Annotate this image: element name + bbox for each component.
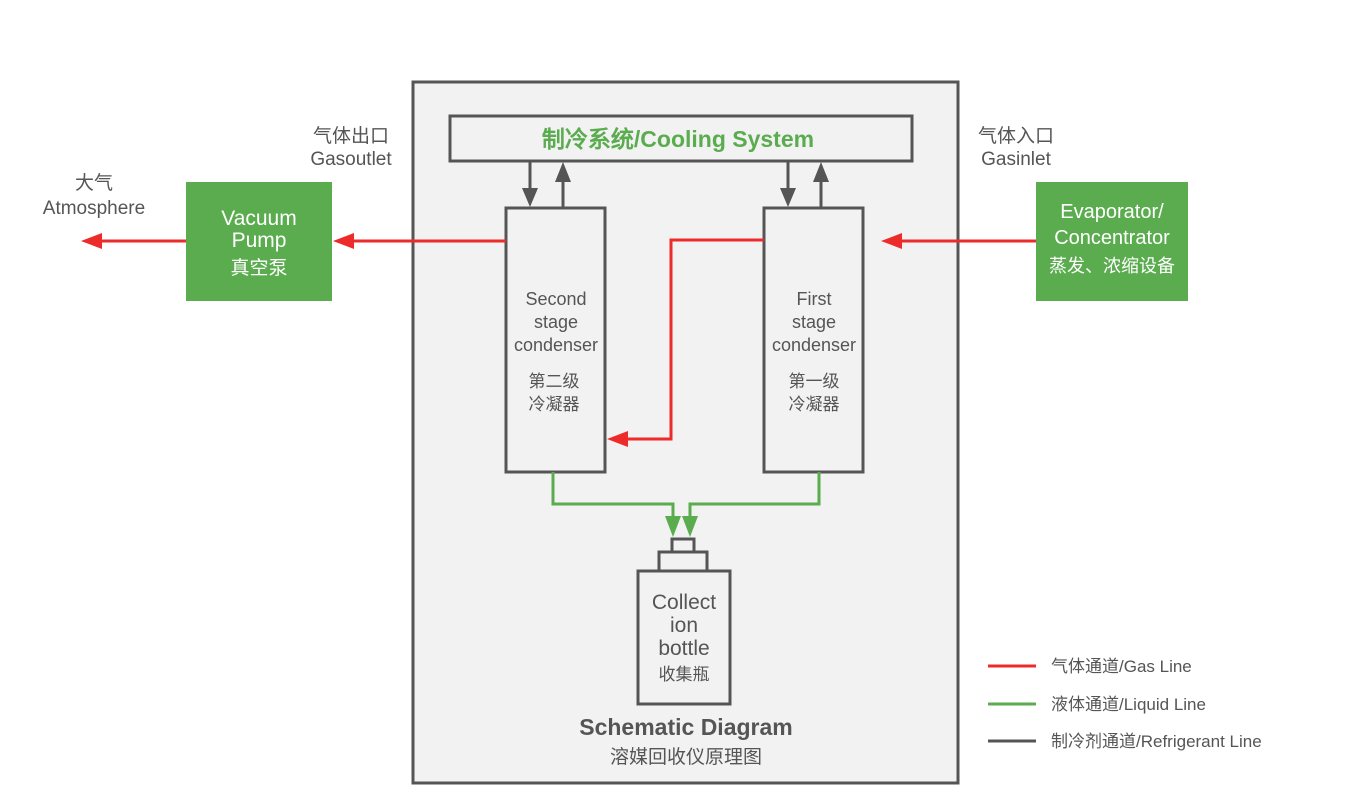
evaporator-line1: Evaporator/ <box>1060 201 1164 223</box>
first-condenser-line2: stage <box>792 312 836 332</box>
gas-inlet-en: Gasinlet <box>981 149 1051 170</box>
atmosphere-zh: 大气 <box>75 172 113 194</box>
legend-gas-label: 气体通道/Gas Line <box>1051 657 1192 676</box>
second-stage-condenser <box>504 206 607 474</box>
caption-title: Schematic Diagram <box>579 714 792 740</box>
legend-liquid-label: 液体通道/Liquid Line <box>1051 695 1206 714</box>
legend-refrigerant-label: 制冷剂通道/Refrigerant Line <box>1051 732 1262 751</box>
atmosphere-en: Atmosphere <box>43 198 145 219</box>
gas-inlet-zh: 气体入口 <box>978 125 1054 147</box>
second-condenser-line1: Second <box>525 289 586 309</box>
second-condenser-line3: condenser <box>514 335 598 355</box>
vacuum-pump-line1: Vacuum <box>221 207 296 230</box>
bottle-line1: Collect <box>652 591 716 614</box>
vacuum-pump-box <box>186 182 332 301</box>
bottle-neck <box>657 550 709 573</box>
bottle-zh: 收集瓶 <box>659 665 710 684</box>
first-stage-condenser <box>762 206 865 474</box>
gas-arrowheads <box>81 233 902 447</box>
cooling-system-box <box>448 114 914 163</box>
vacuum-pump-zh: 真空泵 <box>230 257 287 279</box>
evaporator-box <box>1036 182 1188 301</box>
first-condenser-line1: First <box>797 289 832 309</box>
collection-bottle <box>636 569 732 706</box>
first-condenser-zh2: 冷凝器 <box>789 395 840 414</box>
evaporator-zh: 蒸发、浓缩设备 <box>1049 256 1175 276</box>
bottle-cap <box>670 537 696 554</box>
gas-outlet-en: Gasoutlet <box>310 149 392 170</box>
liquid-arrowheads <box>665 516 698 537</box>
first-condenser-zh1: 第一级 <box>789 372 840 391</box>
second-condenser-zh2: 冷凝器 <box>529 395 580 414</box>
liquid-lines <box>551 472 821 520</box>
bottle-line2: ion <box>670 614 698 637</box>
second-condenser-line2: stage <box>534 312 578 332</box>
gas-outlet-zh: 气体出口 <box>313 125 389 147</box>
caption-subtitle: 溶媒回收仪原理图 <box>610 746 762 768</box>
legend: 气体通道/Gas Line 液体通道/Liquid Line 制冷剂通道/Ref… <box>988 657 1262 751</box>
gas-lines <box>100 238 1036 441</box>
vacuum-pump-line2: Pump <box>232 229 287 252</box>
bottle-line3: bottle <box>658 637 709 660</box>
cooling-system-label: 制冷系统/Cooling System <box>542 126 814 152</box>
first-condenser-line3: condenser <box>772 335 856 355</box>
refrigerant-lines <box>522 161 829 208</box>
evaporator-line2: Concentrator <box>1054 227 1170 249</box>
second-condenser-zh1: 第二级 <box>529 372 580 391</box>
